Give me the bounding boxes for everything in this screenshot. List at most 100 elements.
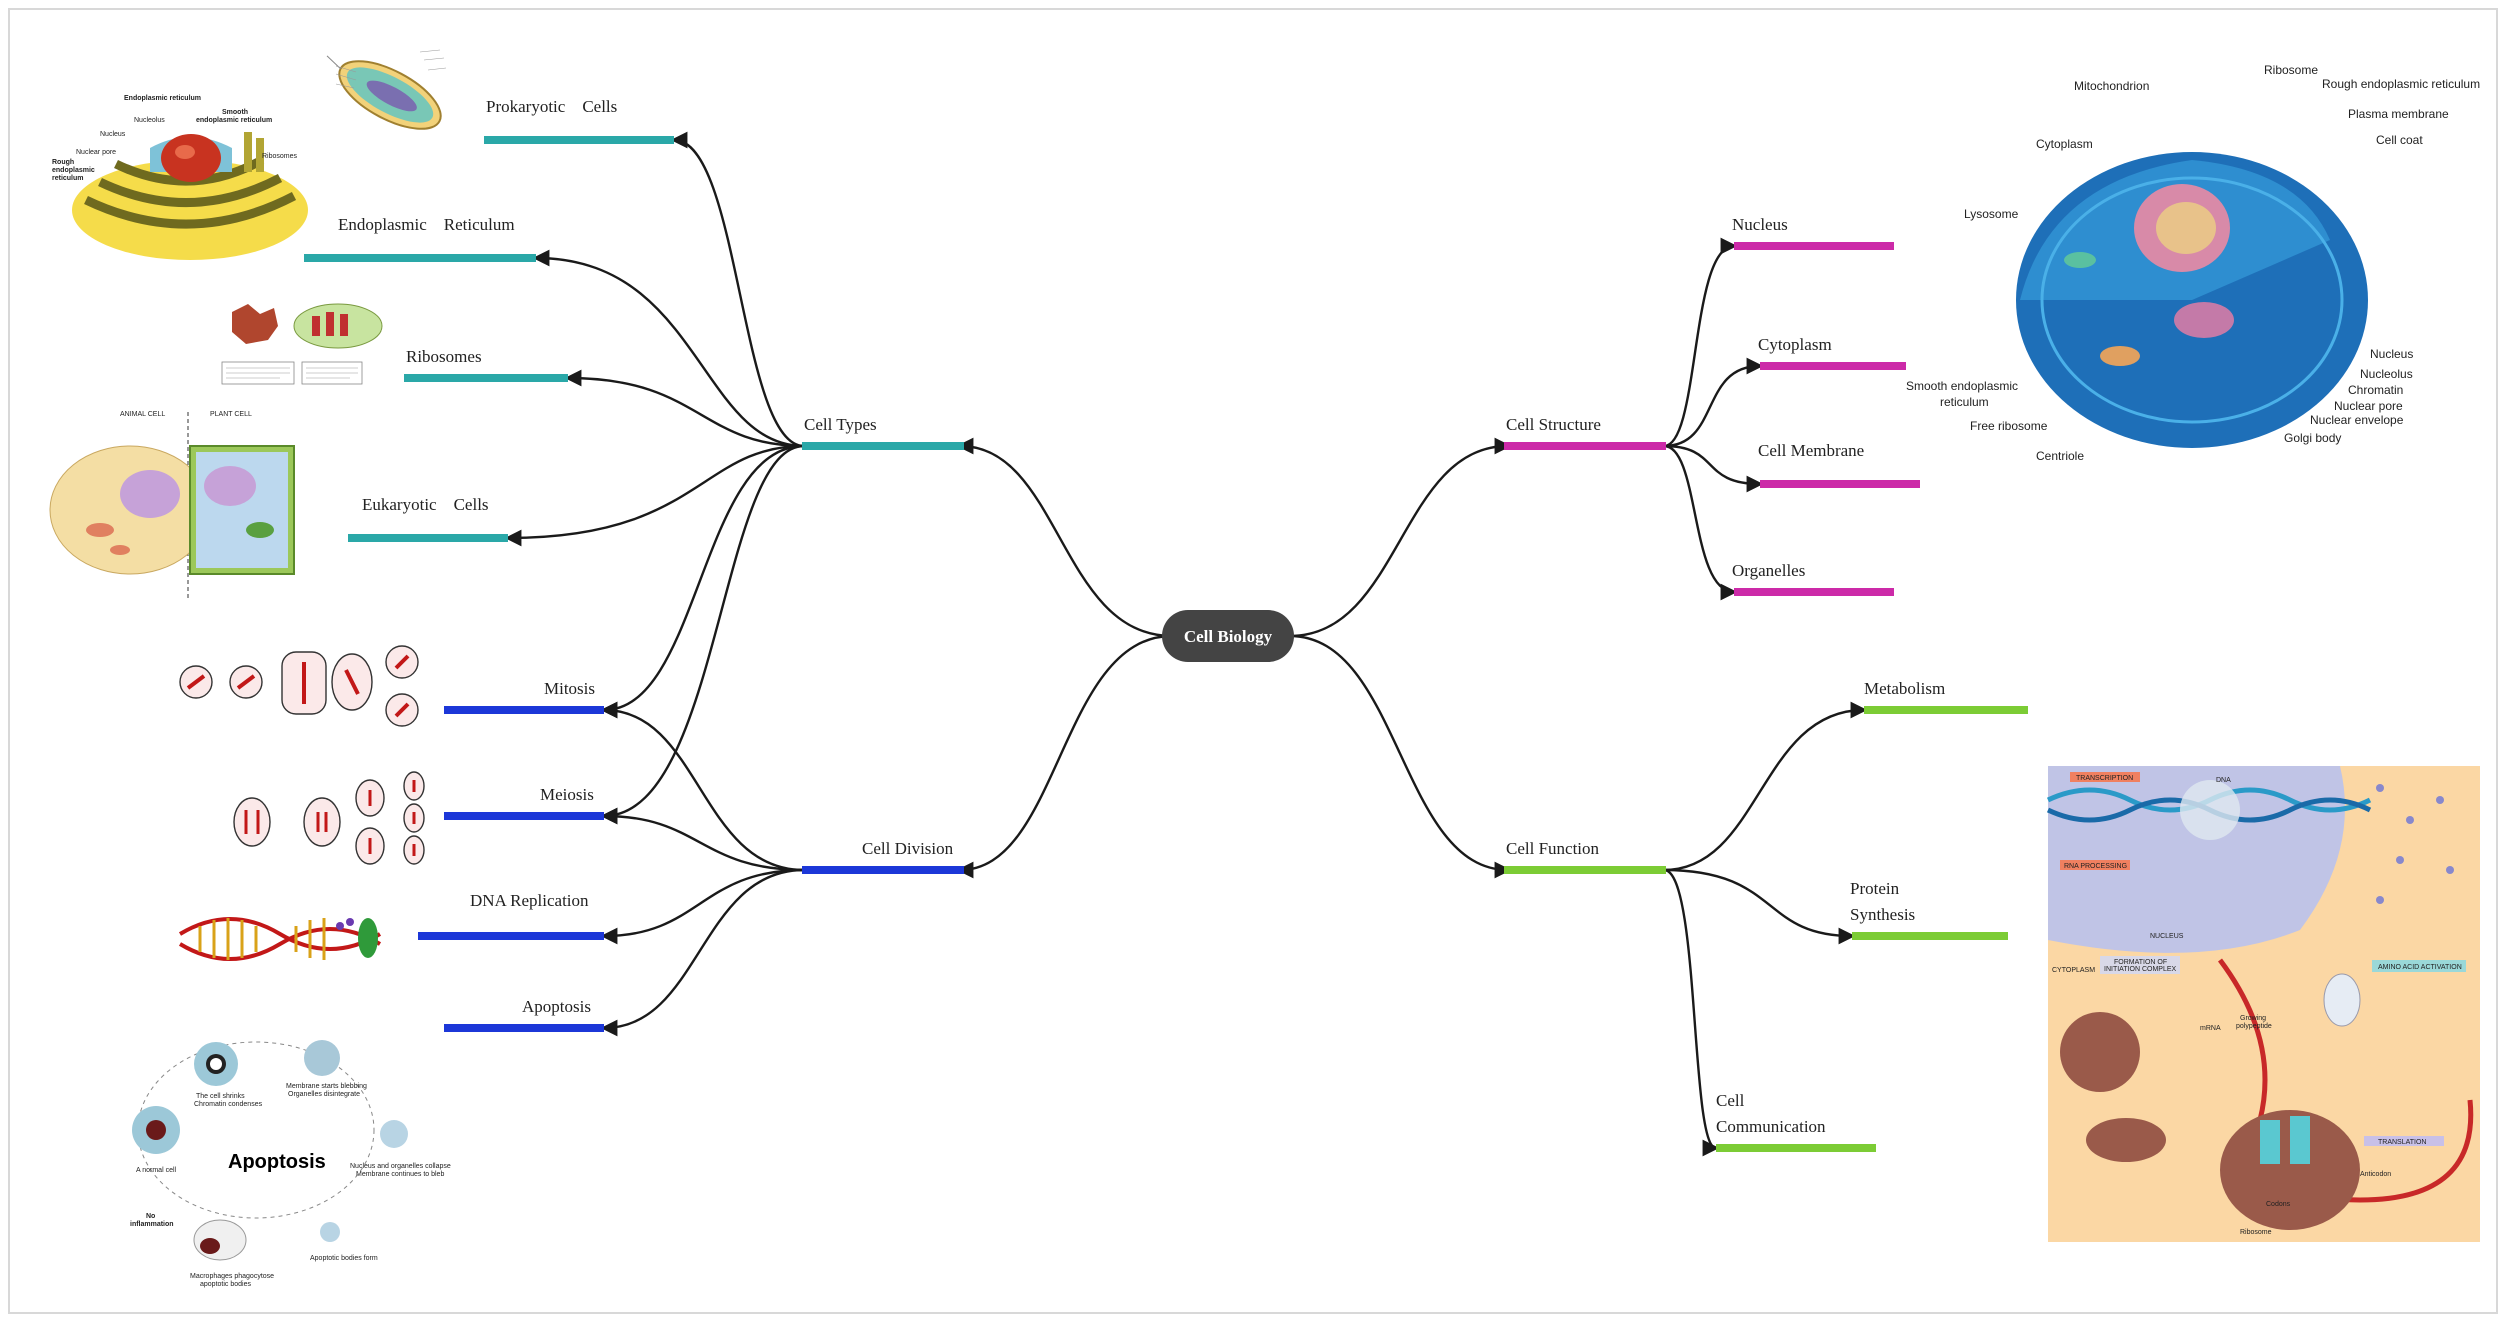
mitosis-image: [179, 645, 419, 727]
bar-eukaryotic: [348, 534, 508, 542]
svg-text:Endoplasmic reticulum: Endoplasmic reticulum: [124, 95, 201, 102]
svg-text:Cytoplasm: Cytoplasm: [2036, 137, 2093, 151]
edge-celltypes-mitosis: [600, 444, 805, 719]
label-communication-1: Cell: [1716, 1091, 1745, 1110]
bar-organelles: [1734, 588, 1894, 596]
svg-text:Nucleus: Nucleus: [2370, 347, 2413, 361]
bar-er: [304, 254, 536, 262]
edge-root-celldivision: [956, 634, 1173, 879]
svg-text:TRANSCRIPTION: TRANSCRIPTION: [2076, 775, 2133, 782]
edge-celltypes-eukaryotic: [504, 444, 805, 547]
svg-text:Smooth: Smooth: [222, 109, 248, 116]
svg-text:Ribosomes: Ribosomes: [262, 153, 298, 160]
svg-text:ANIMAL CELL: ANIMAL CELL: [120, 411, 165, 418]
svg-text:Nucleolus: Nucleolus: [2360, 367, 2413, 381]
svg-text:PLANT CELL: PLANT CELL: [210, 411, 252, 418]
svg-text:Nucleus: Nucleus: [100, 131, 126, 138]
svg-text:Free ribosome: Free ribosome: [1970, 419, 2048, 433]
svg-text:Lysosome: Lysosome: [1964, 207, 2019, 221]
label-eukaryotic: Eukaryotic Cells: [362, 495, 489, 514]
bar-cytoplasm: [1760, 362, 1906, 370]
edge-root-cellstructure: [1289, 437, 1512, 638]
svg-text:reticulum: reticulum: [52, 175, 84, 182]
edge-celltypes-prokaryotic: [670, 131, 805, 448]
edge-root-cellfunction: [1289, 634, 1512, 879]
label-dna-replication: DNA Replication: [470, 891, 589, 910]
bar-dna: [418, 932, 604, 940]
mindmap-edges: [504, 131, 1868, 1157]
svg-text:inflammation: inflammation: [130, 1221, 174, 1228]
svg-text:Apoptosis: Apoptosis: [228, 1151, 326, 1173]
bar-nucleus: [1734, 242, 1894, 250]
svg-text:Nucleus and organelles collaps: Nucleus and organelles collapse: [350, 1163, 451, 1170]
svg-text:Apoptotic bodies form: Apoptotic bodies form: [310, 1255, 378, 1262]
svg-text:polypeptide: polypeptide: [2236, 1023, 2272, 1030]
svg-text:FORMATION OF: FORMATION OF: [2114, 959, 2167, 966]
svg-text:Chromatin condenses: Chromatin condenses: [194, 1101, 263, 1108]
edge-cellfunction-metabolism: [1663, 701, 1868, 872]
bar-membrane: [1760, 480, 1920, 488]
svg-text:Smooth endoplasmic: Smooth endoplasmic: [1906, 379, 2018, 393]
bar-apoptosis: [444, 1024, 604, 1032]
bar-ribosomes: [404, 374, 568, 382]
svg-text:The cell shrinks: The cell shrinks: [196, 1093, 245, 1100]
apoptosis-image: Apoptosis A normal cell The cell shrinks…: [130, 1040, 451, 1288]
label-cell-division: Cell Division: [862, 839, 954, 858]
eukaryote-compare-image: ANIMAL CELL PLANT CELL: [49, 411, 295, 600]
svg-text:Mitochondrion: Mitochondrion: [2074, 79, 2149, 93]
svg-text:Centriole: Centriole: [2036, 449, 2084, 463]
svg-text:apoptotic bodies: apoptotic bodies: [200, 1281, 251, 1288]
edge-celltypes-meiosis: [600, 444, 805, 825]
label-nucleus: Nucleus: [1732, 215, 1788, 234]
svg-text:Macrophages phagocytose: Macrophages phagocytose: [190, 1273, 274, 1280]
edge-cellfunction-protein: [1663, 868, 1856, 945]
svg-text:INITIATION COMPLEX: INITIATION COMPLEX: [2104, 966, 2177, 973]
root-label: Cell Biology: [1184, 627, 1273, 646]
label-communication-2: Communication: [1716, 1117, 1826, 1136]
svg-text:Anticodon: Anticodon: [2360, 1171, 2391, 1178]
edge-cellstructure-nucleus: [1663, 237, 1738, 448]
er-diagram-image: Endoplasmic reticulum Nucleolus Smooth e…: [52, 95, 308, 260]
label-cell-structure: Cell Structure: [1506, 415, 1601, 434]
bar-cell-types: [802, 442, 964, 450]
edge-cellfunction-communication: [1663, 868, 1720, 1157]
meiosis-image: [233, 771, 425, 865]
label-er: Endoplasmic Reticulum: [338, 215, 515, 234]
svg-text:Nuclear pore: Nuclear pore: [2334, 399, 2403, 413]
svg-text:Organelles disintegrate: Organelles disintegrate: [288, 1091, 360, 1098]
svg-text:endoplasmic: endoplasmic: [52, 167, 95, 174]
edge-cellstructure-organelles: [1663, 444, 1738, 601]
edge-celltypes-er: [532, 249, 805, 448]
svg-text:Plasma membrane: Plasma membrane: [2348, 107, 2449, 121]
root-node[interactable]: Cell Biology: [1162, 610, 1294, 662]
label-prokaryotic: Prokaryotic Cells: [486, 97, 617, 116]
svg-text:Growing: Growing: [2240, 1015, 2266, 1022]
svg-text:CYTOPLASM: CYTOPLASM: [2052, 967, 2095, 974]
node-labels: Cell Types Cell Division Cell Structure …: [338, 97, 1945, 1136]
label-cell-membrane: Cell Membrane: [1758, 441, 1864, 460]
svg-text:Ribosome: Ribosome: [2264, 63, 2318, 77]
svg-text:Golgi body: Golgi body: [2284, 431, 2341, 445]
bar-protein: [1852, 932, 2008, 940]
svg-text:Ribosome: Ribosome: [2240, 1229, 2272, 1236]
edge-root-celltypes: [956, 437, 1173, 638]
svg-text:RNA PROCESSING: RNA PROCESSING: [2064, 863, 2127, 870]
label-apoptosis: Apoptosis: [522, 997, 591, 1016]
svg-text:NUCLEUS: NUCLEUS: [2150, 933, 2184, 940]
svg-text:Chromatin: Chromatin: [2348, 383, 2403, 397]
label-cell-types: Cell Types: [804, 415, 877, 434]
svg-text:Nuclear envelope: Nuclear envelope: [2310, 413, 2404, 427]
svg-text:reticulum: reticulum: [1940, 395, 1989, 409]
bar-cell-division: [802, 866, 964, 874]
svg-text:Nucleolus: Nucleolus: [134, 117, 165, 124]
edge-celldivision-meiosis: [600, 807, 805, 872]
label-protein-1: Protein: [1850, 879, 1900, 898]
prokaryote-image: [326, 40, 450, 150]
label-protein-2: Synthesis: [1850, 905, 1915, 924]
svg-text:Cell coat: Cell coat: [2376, 133, 2423, 147]
bar-cell-function: [1504, 866, 1666, 874]
edge-cellstructure-membrane: [1663, 444, 1764, 493]
protein-synthesis-image: TRANSCRIPTION DNA RNA PROCESSING NUCLEUS…: [2046, 766, 2480, 1242]
svg-text:A normal cell: A normal cell: [136, 1167, 177, 1174]
edge-celldivision-apoptosis: [600, 868, 805, 1037]
